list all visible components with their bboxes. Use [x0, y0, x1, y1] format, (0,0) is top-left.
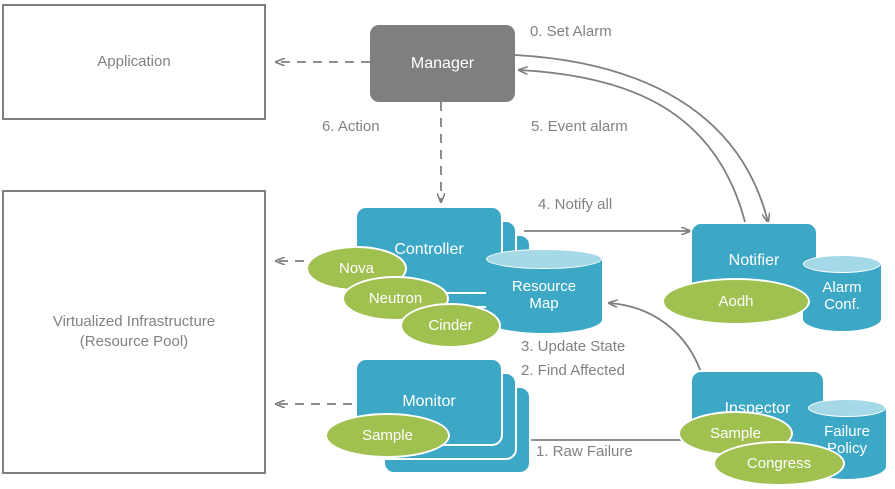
pill-congress[interactable]: Congress: [713, 441, 845, 486]
alarm-conf-datastore[interactable]: Alarm Conf.: [803, 255, 881, 331]
application-box: Application: [2, 4, 266, 120]
resource-map-datastore[interactable]: Resource Map: [486, 249, 602, 333]
resource-map-body: [486, 259, 602, 333]
failure-policy-top: [808, 399, 886, 417]
resource-map-line1: Resource: [511, 278, 577, 295]
infrastructure-box: Virtualized Infrastructure (Resource Poo…: [2, 190, 266, 474]
infrastructure-label-line1: Virtualized Infrastructure: [52, 312, 216, 330]
alarm-conf-body: [803, 264, 881, 331]
manager-box[interactable]: Manager: [370, 25, 515, 102]
flow-label-set-alarm: 0. Set Alarm: [530, 23, 612, 40]
flow-label-raw-failure: 1. Raw Failure: [536, 443, 633, 460]
pill-neutron-label: Neutron: [368, 290, 423, 307]
pill-cinder[interactable]: Cinder: [400, 303, 501, 348]
resource-map-top: [486, 249, 602, 269]
pill-sample-inspector-label: Sample: [710, 425, 761, 442]
flow-label-action: 6. Action: [322, 118, 380, 135]
flow-label-event-alarm: 5. Event alarm: [531, 118, 628, 135]
alarm-conf-top: [803, 255, 881, 273]
flow-label-find-affected: 2. Find Affected: [521, 362, 625, 379]
flow-label-notify-all: 4. Notify all: [538, 196, 613, 213]
pill-nova-label: Nova: [338, 260, 375, 277]
notifier-label: Notifier: [728, 252, 780, 269]
alarm-conf-line2: Conf.: [824, 296, 860, 314]
infrastructure-label-line2: (Resource Pool): [79, 333, 189, 350]
failure-policy-line1: Failure: [824, 423, 870, 440]
resource-map-label: Resource Map: [486, 278, 602, 313]
pill-cinder-label: Cinder: [428, 317, 473, 334]
alarm-conf-label: Alarm Conf.: [803, 279, 881, 314]
monitor-label: Monitor: [402, 393, 456, 410]
pill-aodh-label: Aodh: [718, 293, 754, 310]
alarm-conf-line1: Alarm: [822, 279, 862, 296]
resource-map-line2: Map: [529, 295, 559, 313]
failure-policy-datastore[interactable]: Failure Policy: [808, 399, 886, 479]
pill-sample-monitor-label: Sample: [362, 427, 413, 444]
manager-label: Manager: [410, 54, 475, 72]
pill-congress-label: Congress: [746, 455, 812, 472]
controller-label: Controller: [394, 241, 464, 258]
application-label: Application: [97, 52, 171, 70]
pill-sample-monitor[interactable]: Sample: [325, 413, 450, 458]
flow-label-update-state: 3. Update State: [521, 338, 626, 355]
pill-aodh[interactable]: Aodh: [662, 278, 810, 325]
